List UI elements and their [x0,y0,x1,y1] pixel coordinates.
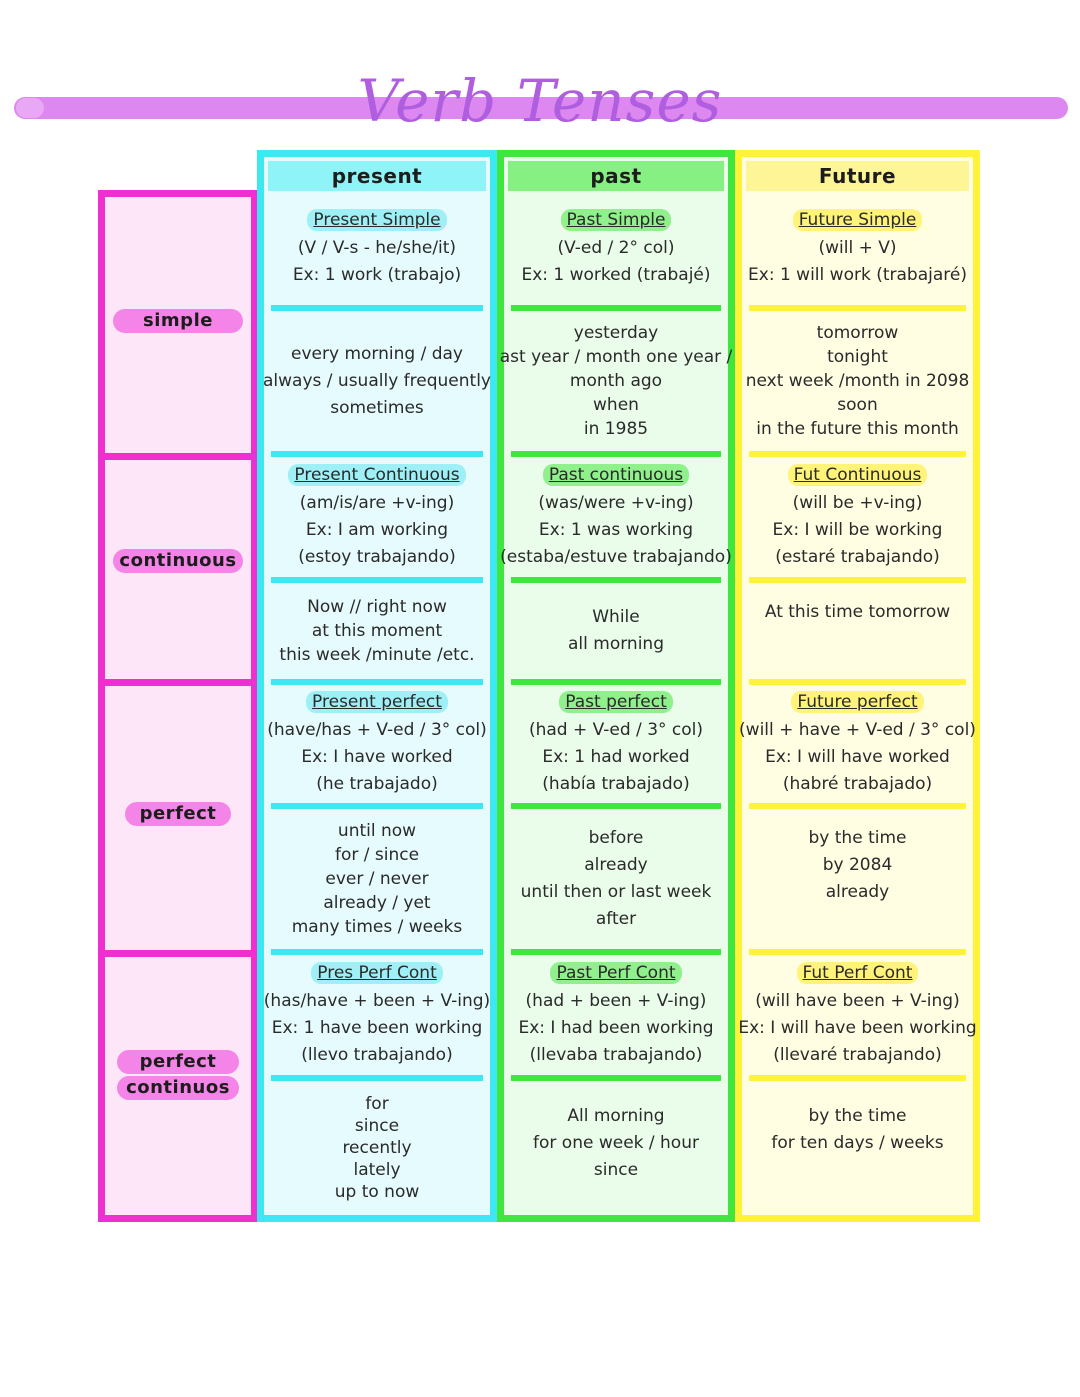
past-perfect-continuous-cell: Past Perf Cont (had + been + V-ing) Ex: … [511,949,721,1075]
future-simple-markers: tomorrow tonight next week /month in 209… [746,305,969,451]
column-header-future: Future [746,161,969,191]
tense-name: Past perfect [559,690,673,713]
tense-name: Fut Continuous [787,463,928,486]
row-labels-column: simple continuous perfect perfect contin… [98,190,258,1222]
tense-name: Future Simple [792,209,923,231]
column-future: Future Future Simple (will + V) Ex: 1 wi… [735,150,980,1222]
present-perfect-continuous-markers: for since recently lately up to now [271,1075,483,1215]
row-label-simple: simple [113,309,243,333]
future-perfect-continuous-markers: by the time for ten days / weeks [749,1075,966,1215]
page-title: Verb Tenses [357,67,723,135]
present-continuous-markers: Now // right now at this moment this wee… [271,577,483,679]
present-continuous-cell: Present Continuous (am/is/are +v-ing) Ex… [271,451,483,577]
past-perfect-markers: before already until then or last week a… [511,803,721,949]
tense-name: Future perfect [791,690,924,713]
column-past: past Past Simple (V-ed / 2° col) Ex: 1 w… [497,150,735,1222]
tense-name: Present Simple [307,209,447,231]
past-perfect-continuous-markers: All morning for one week / hour since [511,1075,721,1215]
future-perfect-continuous-cell: Fut Perf Cont (will have been + V-ing) E… [738,949,977,1075]
row-divider [105,679,251,686]
tense-name: Present Continuous [288,463,466,486]
present-perfect-continuous-cell: Pres Perf Cont (has/have + been + V-ing)… [264,949,490,1075]
past-continuous-cell: Past continuous (was/were +v-ing) Ex: 1 … [500,451,732,577]
row-label-perfect: perfect [113,802,243,826]
column-header-present: present [268,161,486,191]
column-present: present Present Simple (V / V-s - he/she… [257,150,497,1222]
column-header-past: past [508,161,724,191]
present-perfect-markers: until now for / since ever / never alrea… [271,803,483,949]
tense-name: Fut Perf Cont [796,961,919,984]
future-simple-cell: Future Simple (will + V) Ex: 1 will work… [748,209,967,285]
present-simple-cell: Present Simple (V / V-s - he/she/it) Ex:… [292,209,462,285]
tense-name: Past Perf Cont [550,961,682,984]
title-bar-dot [16,98,44,118]
future-perfect-markers: by the time by 2084 already [749,803,966,949]
present-perfect-cell: Present perfect (have/has + V-ed / 3° co… [267,679,487,803]
title-bar [14,97,1068,119]
future-continuous-cell: Fut Continuous (will be +v-ing) Ex: I wi… [749,451,966,577]
tense-name: Present perfect [306,690,448,713]
future-continuous-markers: At this time tomorrow [749,577,966,679]
row-label-continuous: continuous [113,549,243,573]
future-perfect-cell: Future perfect (will + have + V-ed / 3° … [739,679,976,803]
tense-name: Past Simple [560,209,672,231]
row-divider [105,950,251,957]
past-simple-cell: Past Simple (V-ed / 2° col) Ex: 1 worked… [521,209,711,285]
tense-name: Pres Perf Cont [311,961,443,984]
past-continuous-markers: While all morning [511,577,721,679]
row-divider [105,453,251,460]
past-simple-markers: yesterday ast year / month one year / mo… [500,305,732,451]
tense-name: Past continuous [542,463,690,486]
present-simple-markers: every morning / day always / usually fre… [263,305,491,451]
past-perfect-cell: Past perfect (had + V-ed / 3° col) Ex: 1… [511,679,721,803]
row-label-perfect-continuous: perfect continuos [113,1050,243,1100]
